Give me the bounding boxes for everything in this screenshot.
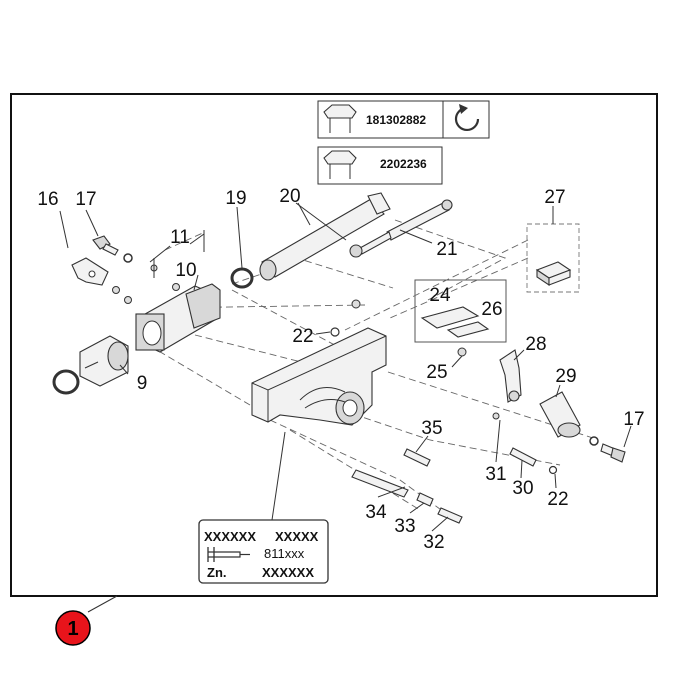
part-clamp [71, 257, 109, 286]
callout-24: 24 [429, 285, 451, 306]
callout-17: 17 [75, 189, 96, 210]
shaft-end-icon [323, 150, 357, 179]
callout-11: 11 [170, 227, 190, 248]
nut [172, 283, 180, 291]
callout-34: 34 [365, 502, 387, 523]
callout-9: 9 [137, 373, 148, 394]
callout-leaders [59, 202, 632, 613]
callout-31: 31 [485, 464, 506, 485]
callout-17: 17 [623, 409, 644, 430]
callout-16: 16 [37, 189, 58, 210]
callout-32: 32 [423, 532, 444, 553]
part-housing [135, 283, 221, 353]
callout-29: 29 [555, 366, 576, 387]
callout-28: 28 [525, 334, 546, 355]
callout-22: 22 [547, 489, 568, 510]
detail-box-24-26 [414, 279, 507, 343]
part-bolt-17a [92, 235, 119, 256]
washer [123, 253, 133, 263]
plate-row1-left: XXXXXX [204, 529, 256, 544]
part-tube [259, 192, 391, 281]
nut [112, 286, 120, 294]
plate-row3-value: XXXXXX [262, 565, 314, 580]
bolt-head [457, 347, 467, 357]
part-lever [499, 349, 522, 403]
diagram-frame [10, 93, 658, 597]
callout-25: 25 [426, 362, 447, 383]
callout-30: 30 [512, 478, 533, 499]
reference-box-1: 181302882 [317, 100, 490, 139]
washer [548, 465, 558, 475]
part-plates [420, 306, 490, 338]
pin-32 [437, 507, 463, 524]
plate-row2-value: 811xxx [264, 546, 305, 561]
reference-box-2: 2202236 [317, 146, 443, 185]
axle-symbol-icon [207, 547, 250, 562]
bolt-34 [351, 469, 409, 498]
reference-number-2: 2202236 [380, 157, 427, 171]
callout-35: 35 [421, 418, 442, 439]
part-frame-bracket [251, 327, 387, 426]
part-coupling [79, 335, 129, 387]
callout-19: 19 [225, 188, 246, 209]
callout-27: 27 [544, 187, 565, 208]
part-sleeve [539, 391, 581, 438]
position-badge: 1 [55, 610, 91, 646]
callout-20: 20 [279, 186, 300, 207]
bolt-35 [403, 448, 431, 467]
plate-row1-right: XXXXX [275, 529, 319, 544]
identification-plate: XXXXXX XXXXX 811xxx Zn. XXXXXX [198, 519, 329, 584]
part-block [535, 261, 572, 287]
callout-21: 21 [436, 239, 457, 260]
rotate-arrow-icon [454, 104, 480, 131]
shaft-end-icon [323, 104, 357, 133]
callout-10: 10 [175, 260, 196, 281]
pin-33 [416, 492, 434, 507]
part-bolt-17b [600, 443, 626, 463]
callout-33: 33 [394, 516, 415, 537]
callout-22: 22 [292, 326, 313, 347]
callout-26: 26 [481, 299, 502, 320]
part-ring [230, 267, 254, 289]
washer [330, 327, 340, 337]
badge-circle [55, 610, 91, 646]
nut [351, 299, 361, 309]
pin [492, 412, 500, 420]
washer [589, 436, 599, 446]
pin-30 [509, 447, 537, 467]
nut [124, 296, 132, 304]
callouts: 16 17 11 10 9 19 20 21 27 24 26 22 25 28… [37, 186, 644, 553]
part-snap-ring [52, 369, 80, 395]
plate-row3-label: Zn. [207, 565, 227, 580]
reference-number-1: 181302882 [366, 113, 426, 127]
badge-label: 1 [67, 618, 78, 640]
